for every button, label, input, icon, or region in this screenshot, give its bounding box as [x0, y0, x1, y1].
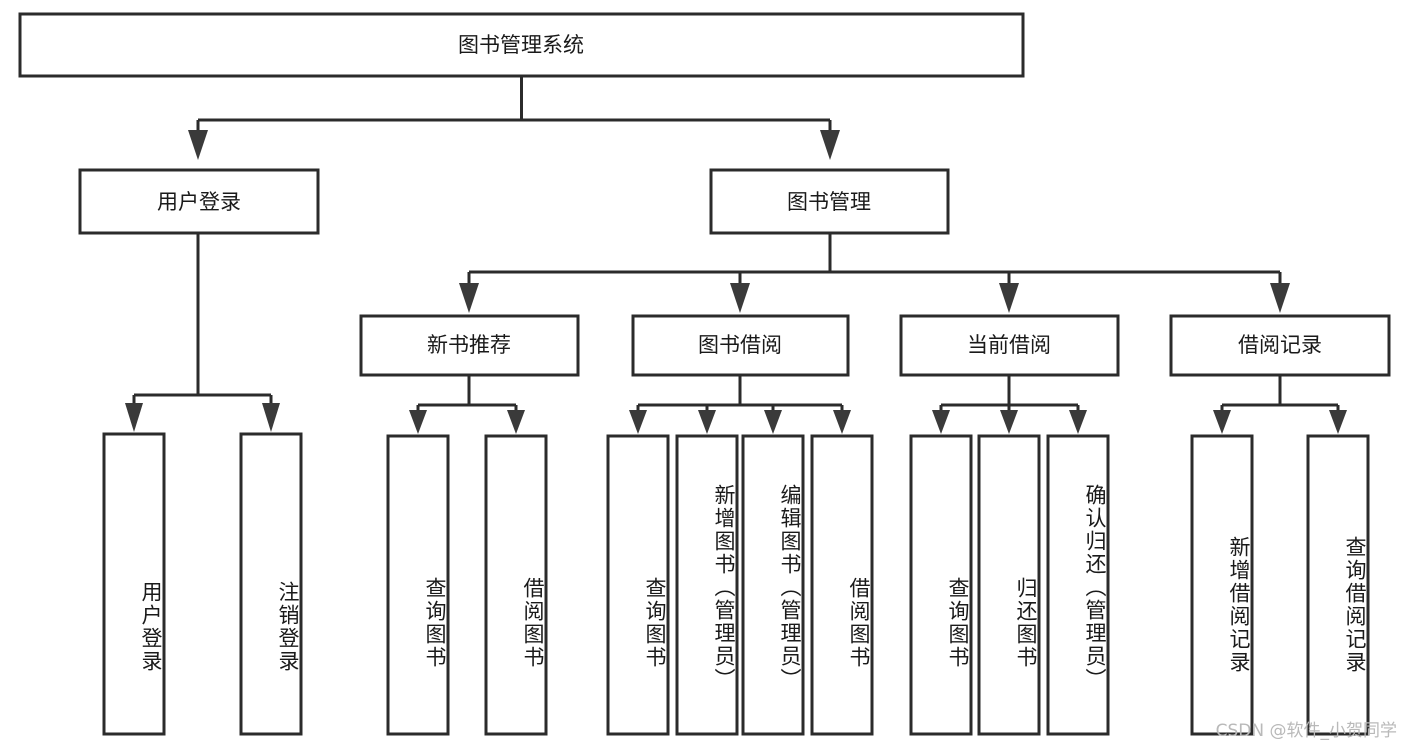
csdn-watermark: CSDN @软件_小贺同学 [1215, 721, 1397, 741]
node-leaf-query-book-3-box[interactable] [909, 434, 973, 736]
arrow-to-new-book-rec [459, 283, 479, 313]
node-book-borrow-box[interactable] [631, 314, 850, 377]
node-book-manage-label: 图书管理 [787, 190, 871, 214]
node-root-box[interactable] [18, 12, 1025, 78]
arrow-to-user-login [188, 130, 208, 160]
connector-group-book-manage [459, 233, 1290, 313]
connector-group-book-borrow [629, 375, 851, 434]
node-leaf-query-book-1-box[interactable] [386, 434, 450, 736]
node-leaf-borrow-book-2-box[interactable] [810, 434, 874, 736]
connector-group-root [188, 76, 840, 160]
node-leaf-query-record-box[interactable] [1306, 434, 1370, 736]
node-leaf-borrow-book-1-box[interactable] [484, 434, 548, 736]
arrow-leaf-query-book-1 [409, 410, 427, 434]
arrow-leaf-edit-book [764, 410, 782, 434]
node-leaf-add-book-box[interactable] [675, 434, 739, 736]
arrow-leaf-logout [262, 403, 280, 432]
node-current-borrow-box[interactable] [899, 314, 1120, 377]
connector-group-borrow-record [1213, 375, 1347, 434]
arrow-to-book-manage [820, 130, 840, 160]
arrow-leaf-add-record [1213, 410, 1231, 434]
node-root-label: 图书管理系统 [458, 33, 584, 57]
arrow-leaf-user-login [125, 403, 143, 432]
arrow-to-current-borrow [999, 283, 1019, 313]
arrow-to-borrow-record [1270, 283, 1290, 313]
node-root[interactable]: 图书管理系统 [18, 12, 1025, 78]
arrow-leaf-query-book-2 [629, 410, 647, 434]
node-book-manage-box[interactable] [709, 168, 950, 235]
arrow-leaf-borrow-book-2 [833, 410, 851, 434]
node-borrow-record-box[interactable] [1169, 314, 1391, 377]
node-user-login-box[interactable] [78, 168, 320, 235]
node-leaf-confirm-return-box[interactable] [1046, 434, 1110, 736]
node-leaf-user-login-box[interactable] [102, 432, 166, 736]
node-current-borrow-label: 当前借阅 [967, 333, 1051, 357]
node-new-book-rec-box[interactable] [359, 314, 580, 377]
arrow-leaf-add-book [698, 410, 716, 434]
node-user-login[interactable]: 用户登录 [78, 168, 320, 235]
connector-group-user-login [125, 233, 280, 432]
node-new-book-rec-label: 新书推荐 [427, 333, 511, 357]
node-leaf-logout-box[interactable] [239, 432, 303, 736]
node-leaf-query-book-2-box[interactable] [606, 434, 670, 736]
node-leaf-edit-book-box[interactable] [741, 434, 805, 736]
node-borrow-record-label: 借阅记录 [1238, 333, 1322, 357]
node-book-borrow-label: 图书借阅 [698, 333, 782, 357]
arrow-to-book-borrow [730, 283, 750, 313]
connector-group-new-book-rec [409, 375, 525, 434]
node-new-book-rec[interactable]: 新书推荐 [359, 314, 580, 377]
node-leaf-return-book-box[interactable] [977, 434, 1041, 736]
node-user-login-label: 用户登录 [157, 190, 241, 214]
node-current-borrow[interactable]: 当前借阅 [899, 314, 1120, 377]
connector-group-current-borrow [932, 375, 1087, 434]
arrow-leaf-query-book-3 [932, 410, 950, 434]
arrow-leaf-return-book [1000, 410, 1018, 434]
node-leaf-add-record-box[interactable] [1190, 434, 1254, 736]
node-book-borrow[interactable]: 图书借阅 [631, 314, 850, 377]
arrow-leaf-borrow-book-1 [507, 410, 525, 434]
arrow-leaf-query-record [1329, 410, 1347, 434]
node-book-manage[interactable]: 图书管理 [709, 168, 950, 235]
arrow-leaf-confirm-return [1069, 410, 1087, 434]
node-borrow-record[interactable]: 借阅记录 [1169, 314, 1391, 377]
